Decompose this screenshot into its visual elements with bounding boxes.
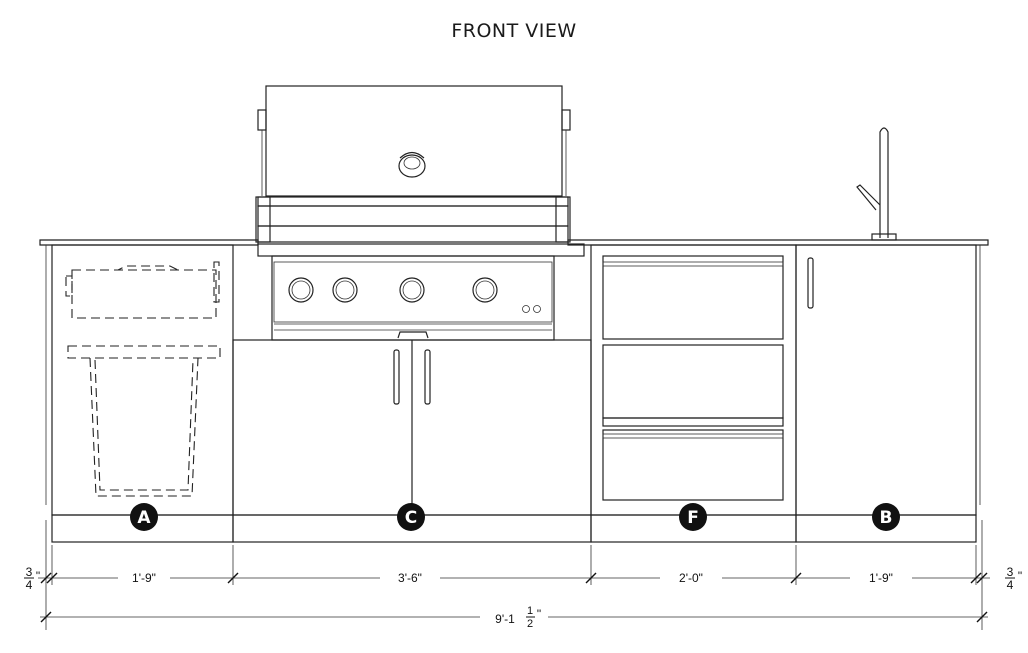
svg-text:": " xyxy=(36,569,40,583)
svg-text:1: 1 xyxy=(527,605,533,617)
module-badge-b: B xyxy=(872,503,900,531)
svg-text:2: 2 xyxy=(527,618,533,630)
module-badge-a: A xyxy=(130,503,158,531)
module-badge-c: C xyxy=(397,503,425,531)
module-label: C xyxy=(405,508,417,528)
control-knob xyxy=(472,277,498,303)
control-knob xyxy=(288,277,314,303)
dim-label-b: 1'-9" xyxy=(869,571,893,585)
door-handle xyxy=(424,349,431,405)
drawing-title: FRONT VIEW xyxy=(451,20,577,42)
dimension-lines xyxy=(38,520,990,630)
dim-right-end: 3 4 " xyxy=(1005,565,1022,592)
indicator-light xyxy=(522,305,530,313)
hood-handle xyxy=(398,151,426,178)
drawer xyxy=(602,344,784,419)
dim-label-f: 2'-0" xyxy=(679,571,703,585)
svg-text:": " xyxy=(1018,569,1022,583)
control-knob xyxy=(332,277,358,303)
door-handle xyxy=(807,257,814,309)
dim-label-a: 1'-9" xyxy=(132,571,156,585)
svg-text:3: 3 xyxy=(1007,565,1014,579)
grill-front xyxy=(255,196,585,341)
module-label: F xyxy=(687,508,699,528)
module-a-cabinet xyxy=(51,244,234,543)
svg-text:9'-1: 9'-1 xyxy=(495,612,515,626)
module-b-cabinet xyxy=(795,244,977,543)
trash-bin-outline xyxy=(65,261,221,497)
drawer xyxy=(602,429,784,501)
svg-text:": " xyxy=(537,607,541,621)
grill-hood xyxy=(257,85,571,197)
countertop xyxy=(39,239,989,505)
module-f-cabinet xyxy=(590,244,797,543)
dim-left-end: 3 4 " xyxy=(24,565,40,592)
svg-text:3: 3 xyxy=(26,565,33,579)
svg-text:4: 4 xyxy=(26,578,33,592)
control-knob xyxy=(399,277,425,303)
door-handle xyxy=(393,349,400,405)
module-label: B xyxy=(880,508,893,528)
module-label: A xyxy=(137,508,151,528)
indicator-light xyxy=(533,305,541,313)
faucet xyxy=(856,127,897,241)
drawer xyxy=(602,255,784,340)
module-badge-f: F xyxy=(679,503,707,531)
dim-label-c: 3'-6" xyxy=(398,571,422,585)
svg-text:4: 4 xyxy=(1007,578,1014,592)
dim-total: 9'-1 1 2 " xyxy=(495,605,541,630)
